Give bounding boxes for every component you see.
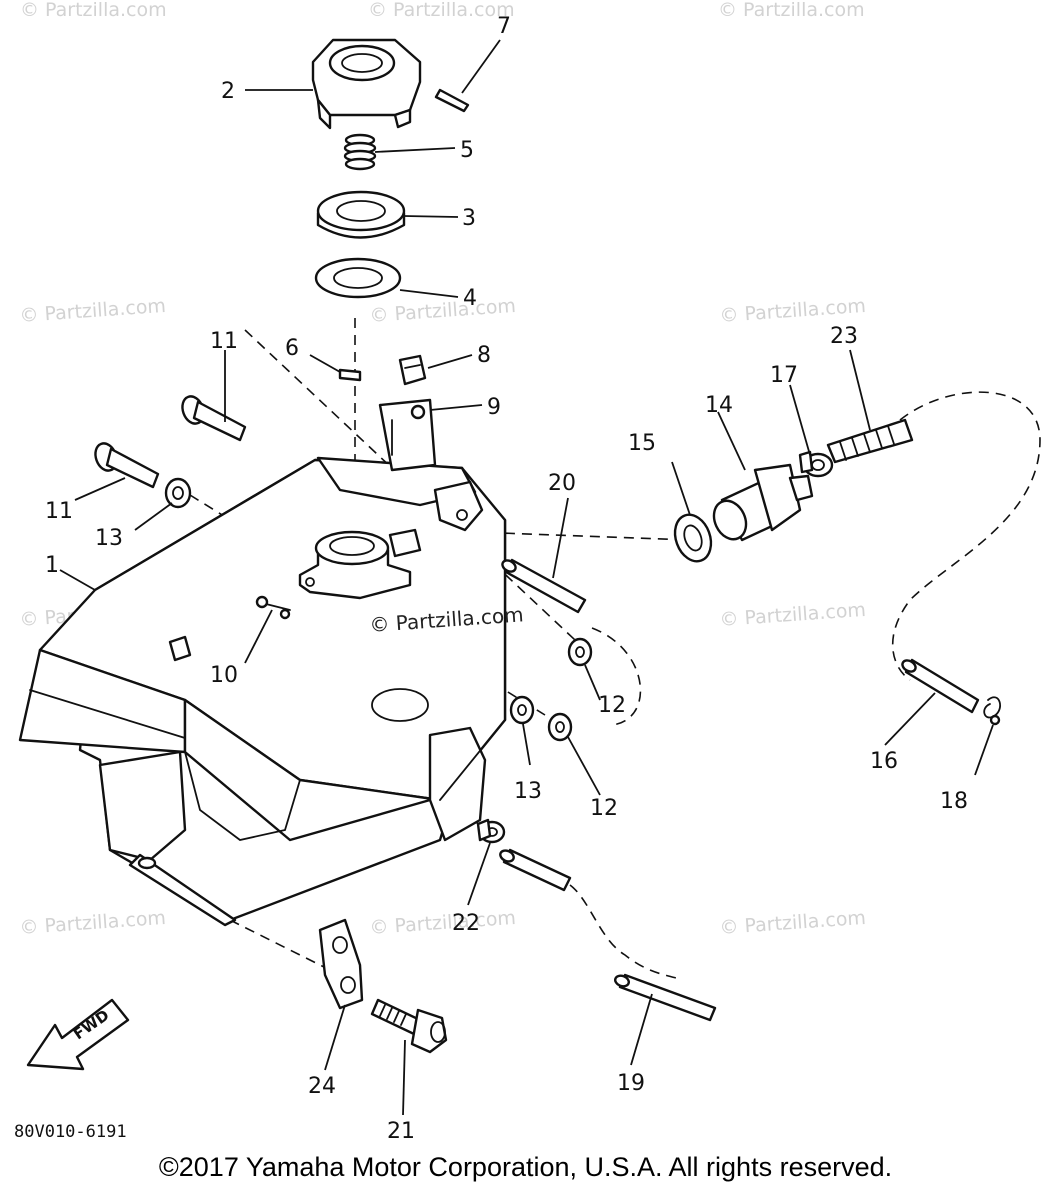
callout-4: 4 xyxy=(463,286,477,311)
part-24-bracket-plate xyxy=(318,918,364,1010)
part-22-clamp xyxy=(476,818,506,844)
callout-13: 13 xyxy=(95,526,123,551)
watermark: © Partzilla.com xyxy=(369,907,517,939)
assembly-line xyxy=(229,919,341,976)
part-21-bolt xyxy=(370,998,448,1054)
callout-12: 12 xyxy=(598,693,626,718)
callouts: 2 7 5 3 4 6 8 9 11 11 13 1 10 15 14 17 2… xyxy=(45,14,968,1144)
callout-11: 11 xyxy=(45,499,73,524)
callout-6: 6 xyxy=(285,336,299,361)
callout-13: 13 xyxy=(514,779,542,804)
part-19-hose xyxy=(614,973,717,1022)
part-2-cap xyxy=(311,38,422,130)
watermark: © Partzilla.com xyxy=(369,295,517,327)
callout-14: 14 xyxy=(705,393,733,418)
filler-neck xyxy=(298,528,422,600)
watermark: © Partzilla.com xyxy=(20,0,167,21)
part-11-bolt-upper xyxy=(181,395,247,442)
watermark: © Partzilla.com xyxy=(719,599,867,631)
callout-15: 15 xyxy=(628,431,656,456)
part-16-hose xyxy=(901,658,980,714)
part-3-seal xyxy=(316,190,406,239)
callout-8: 8 xyxy=(477,343,491,368)
callout-22: 22 xyxy=(452,911,480,936)
part-6-pin xyxy=(338,368,362,382)
return-hose-path xyxy=(891,391,1041,681)
fwd-arrow-icon: FWD xyxy=(26,998,130,1071)
part-13-washer-upper xyxy=(164,477,192,509)
part-12-nut-upper xyxy=(567,637,593,667)
watermark: © Partzilla.com xyxy=(368,0,515,21)
callout-10: 10 xyxy=(210,663,238,688)
part-20-hose xyxy=(501,558,587,614)
watermark: © Partzilla.com xyxy=(19,907,167,939)
part-1-oil-tank xyxy=(18,456,507,927)
part-9-bracket xyxy=(378,398,437,472)
part-12-nut-lower xyxy=(547,712,573,742)
diagram-code: 80V010-6191 xyxy=(14,1122,127,1142)
callout-3: 3 xyxy=(462,206,476,231)
callout-5: 5 xyxy=(460,138,474,163)
part-7-pin xyxy=(434,88,470,113)
part-11-bolt-lower xyxy=(94,442,160,489)
callout-24: 24 xyxy=(308,1074,336,1099)
callout-21: 21 xyxy=(387,1119,415,1144)
leader-lines xyxy=(59,39,994,1116)
callout-20: 20 xyxy=(548,471,576,496)
part-17-clamp xyxy=(798,450,834,478)
callout-19: 19 xyxy=(617,1071,645,1096)
callout-9: 9 xyxy=(487,395,501,420)
callout-18: 18 xyxy=(940,789,968,814)
callout-1: 1 xyxy=(45,553,59,578)
callout-23: 23 xyxy=(830,324,858,349)
part-13-washer-lower xyxy=(509,695,535,725)
callout-2: 2 xyxy=(221,79,235,104)
callout-11: 11 xyxy=(210,329,238,354)
drain-hose-path xyxy=(569,884,683,981)
callout-17: 17 xyxy=(770,363,798,388)
part-5-spring xyxy=(343,133,377,171)
drain-hose-upper xyxy=(499,848,572,892)
copyright-notice: ©2017 Yamaha Motor Corporation, U.S.A. A… xyxy=(158,1152,893,1182)
part-18-clip xyxy=(983,696,1001,726)
assembly-line xyxy=(419,529,691,541)
watermark: © Partzilla.com xyxy=(19,295,167,327)
watermark: © Partzilla.com xyxy=(719,295,867,327)
part-8-clip xyxy=(398,354,427,386)
part-23-spring-guard xyxy=(826,418,914,464)
watermark: © Partzilla.com xyxy=(718,0,865,21)
part-15-o-ring xyxy=(673,513,713,563)
assembly-line xyxy=(591,627,642,726)
callout-16: 16 xyxy=(870,749,898,774)
callout-12: 12 xyxy=(590,796,618,821)
watermark: © Partzilla.com xyxy=(719,907,867,939)
part-10-clip xyxy=(255,595,291,620)
part-4-gasket xyxy=(314,257,402,299)
part-14-fitting xyxy=(712,463,814,542)
callout-7: 7 xyxy=(497,14,511,39)
